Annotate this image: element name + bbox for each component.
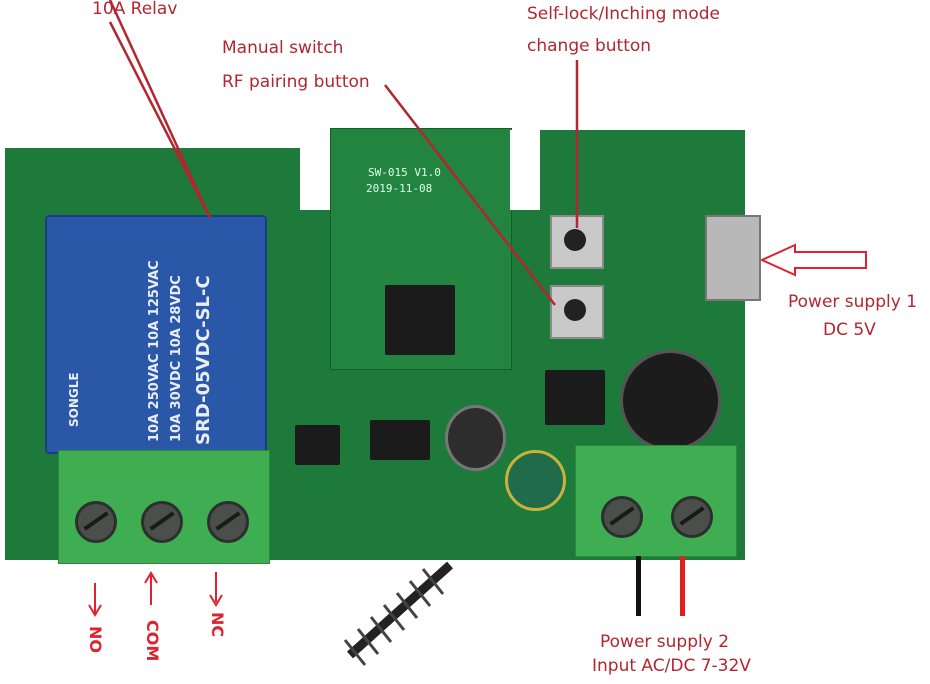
- label-no: NO: [86, 626, 105, 653]
- inductor: [445, 405, 506, 471]
- label-manual-switch: Manual switch: [222, 38, 344, 58]
- relay-output-terminal: [58, 450, 270, 564]
- board-model: SW-015 V1.0: [368, 166, 441, 179]
- arrow-icon: [88, 243, 867, 617]
- screw-power-1: [601, 496, 643, 538]
- black-wire: [636, 556, 641, 616]
- antenna-coil: [343, 561, 454, 666]
- label-com: COM: [143, 620, 162, 662]
- label-power1-line1: Power supply 1: [788, 292, 918, 312]
- power-input-terminal: [575, 445, 737, 557]
- label-nc: NC: [208, 612, 227, 638]
- label-power2-line1: Power supply 2: [600, 632, 730, 652]
- label-relay: 10A Relav: [92, 0, 178, 19]
- label-power1-line2: DC 5V: [823, 320, 876, 340]
- screw-nc: [207, 501, 249, 543]
- mcu-chip: [385, 285, 455, 355]
- micro-usb-port: [705, 215, 761, 301]
- regulator: [370, 420, 430, 460]
- electrolytic-capacitor: [620, 350, 721, 451]
- screw-power-2: [671, 496, 713, 538]
- screw-no: [75, 501, 117, 543]
- screw-com: [141, 501, 183, 543]
- label-power2-line2: Input AC/DC 7-32V: [592, 656, 751, 676]
- label-mode-line2: change button: [527, 36, 652, 56]
- ic-chip: [545, 370, 605, 425]
- label-rf-pairing: RF pairing button: [222, 72, 370, 92]
- rf-pairing-button[interactable]: [550, 285, 604, 339]
- red-wire: [680, 556, 685, 616]
- small-capacitor: [505, 450, 566, 511]
- board-date: 2019-11-08: [366, 182, 433, 195]
- label-mode-line1: Self-lock/Inching mode: [527, 4, 721, 24]
